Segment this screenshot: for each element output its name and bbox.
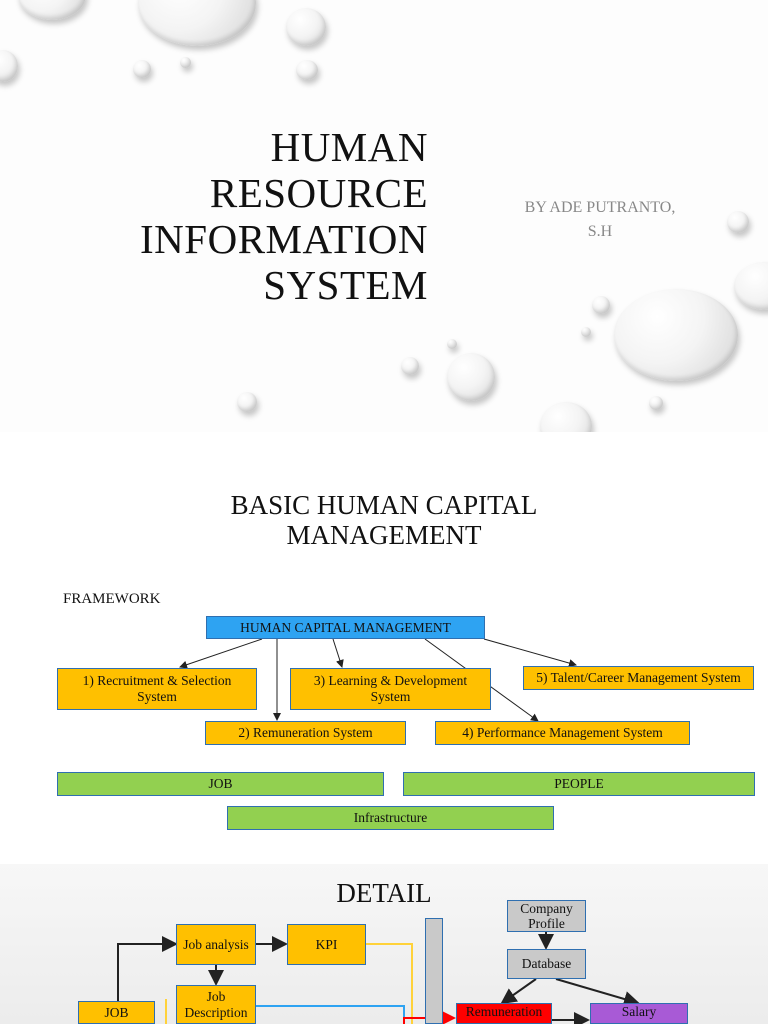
title-line-4: SYSTEM	[263, 262, 428, 308]
water-drop-decoration	[727, 211, 749, 233]
water-drop-decoration	[133, 60, 151, 78]
water-drop-decoration	[734, 262, 768, 310]
framework-label: FRAMEWORK	[63, 591, 161, 607]
job-bar: JOB	[57, 772, 384, 796]
water-drop-decoration	[649, 396, 663, 410]
slide-heading-line-1: BASIC HUMAN CAPITAL	[230, 490, 538, 520]
recruitment-box: 1) Recruitment & Selection System	[57, 668, 257, 710]
remuneration-detail-box: Remuneration	[456, 1003, 552, 1024]
water-drop-decoration	[401, 357, 419, 375]
water-drop-decoration	[18, 0, 86, 20]
water-drop-decoration	[296, 60, 318, 80]
database-box: Database	[507, 949, 586, 979]
hcm-box: HUMAN CAPITAL MANAGEMENT	[206, 616, 485, 639]
remuneration-box: 2) Remuneration System	[205, 721, 406, 745]
water-drop-decoration	[614, 289, 738, 381]
water-drop-decoration	[0, 50, 18, 82]
detail-heading: DETAIL	[336, 878, 432, 908]
company-profile-box: Company Profile	[507, 900, 586, 932]
water-drop-decoration	[592, 296, 610, 314]
title-line-3: INFORMATION	[140, 216, 428, 262]
water-drop-decoration	[180, 57, 191, 68]
framework-slide: BASIC HUMAN CAPITAL MANAGEMENT FRAMEWORK…	[0, 432, 768, 864]
job-description-box: Job Description	[176, 985, 256, 1024]
water-drop-decoration	[540, 402, 592, 432]
title-line-2: RESOURCE	[209, 170, 428, 216]
title-slide: HUMAN RESOURCE INFORMATION SYSTEM BY ADE…	[0, 0, 768, 432]
job-box: JOB	[78, 1001, 155, 1024]
title-line-1: HUMAN	[270, 124, 428, 170]
water-drop-decoration	[447, 339, 457, 349]
detail-connectors	[117, 932, 640, 1024]
infrastructure-bar: Infrastructure	[227, 806, 554, 830]
author-byline-1: BY ADE PUTRANTO,	[524, 199, 676, 216]
slide-heading-line-2: MANAGEMENT	[286, 520, 482, 550]
job-analysis-box: Job analysis	[176, 924, 256, 965]
water-drop-decoration	[286, 8, 326, 46]
vertical-gray-bar	[425, 918, 443, 1024]
framework-connectors	[179, 638, 577, 722]
people-bar: PEOPLE	[403, 772, 755, 796]
learning-box: 3) Learning & Development System	[290, 668, 491, 710]
author-byline-2: S.H	[587, 223, 613, 240]
kpi-box: KPI	[287, 924, 366, 965]
talent-box: 5) Talent/Career Management System	[523, 666, 754, 690]
water-drop-decoration	[138, 0, 256, 46]
performance-box: 4) Performance Management System	[435, 721, 690, 745]
salary-box: Salary	[590, 1003, 688, 1024]
water-drop-decoration	[581, 327, 591, 337]
water-drop-decoration	[447, 353, 495, 401]
detail-slide: DETAIL Job analysis KP	[0, 864, 768, 1024]
water-drop-decoration	[237, 392, 257, 412]
